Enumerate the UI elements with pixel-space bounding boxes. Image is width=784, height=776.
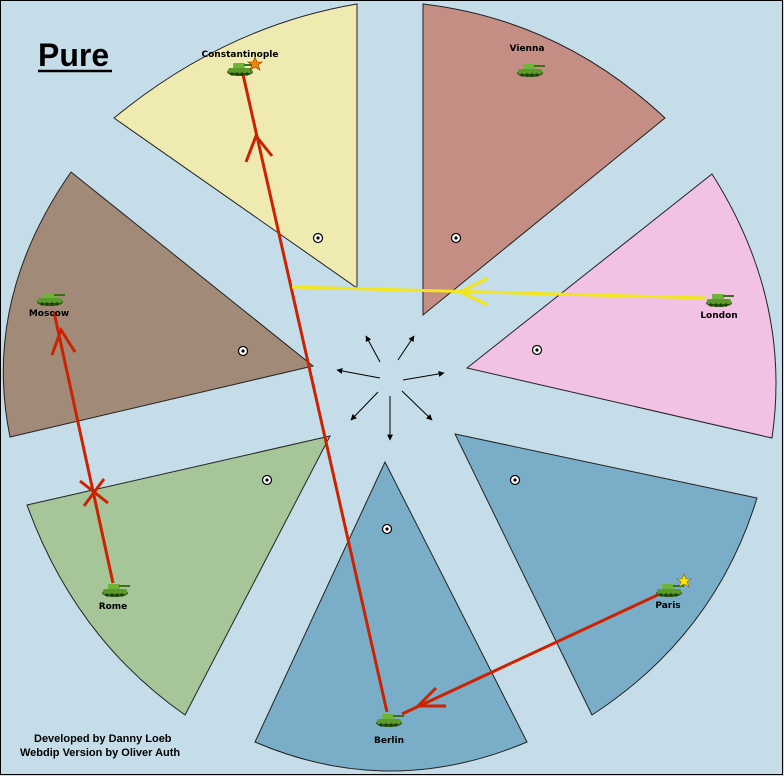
territory-rome[interactable]	[26, 435, 331, 716]
label-vienna: Vienna	[510, 44, 545, 54]
label-moscow: Moscow	[29, 309, 69, 319]
supply-center-icon	[381, 523, 393, 535]
territory-moscow[interactable]	[2, 171, 315, 438]
label-constantinople: Constantinople	[202, 50, 279, 60]
supply-center-icon	[261, 474, 273, 486]
credit-developer: Developed by Danny Loeb	[34, 733, 172, 745]
supply-center-icon	[450, 232, 462, 244]
map-title: Pure	[38, 37, 109, 73]
credit-webdip: Webdip Version by Oliver Auth	[20, 747, 180, 759]
orange-star-icon	[247, 56, 263, 71]
order-berlin-constantinople	[240, 69, 389, 713]
territory-vienna[interactable]	[422, 3, 666, 317]
territory-london[interactable]	[465, 173, 777, 439]
territory-constantinople[interactable]	[113, 3, 358, 289]
label-berlin: Berlin	[374, 736, 404, 746]
label-rome: Rome	[99, 602, 128, 612]
order-london-support	[291, 276, 707, 307]
order-paris-berlin	[401, 590, 665, 716]
yellow-star-icon	[676, 573, 692, 588]
label-london: London	[700, 311, 737, 321]
supply-center-icon	[237, 345, 249, 357]
order-rome-moscow	[50, 311, 115, 584]
center-arrows-icon	[336, 335, 445, 441]
territory-berlin[interactable]	[254, 460, 528, 772]
territory-paris[interactable]	[454, 433, 758, 716]
supply-center-icon	[509, 474, 521, 486]
label-paris: Paris	[655, 601, 680, 611]
failed-order-x-icon	[79, 478, 109, 507]
supply-center-icon	[312, 232, 324, 244]
supply-center-icon	[531, 344, 543, 356]
